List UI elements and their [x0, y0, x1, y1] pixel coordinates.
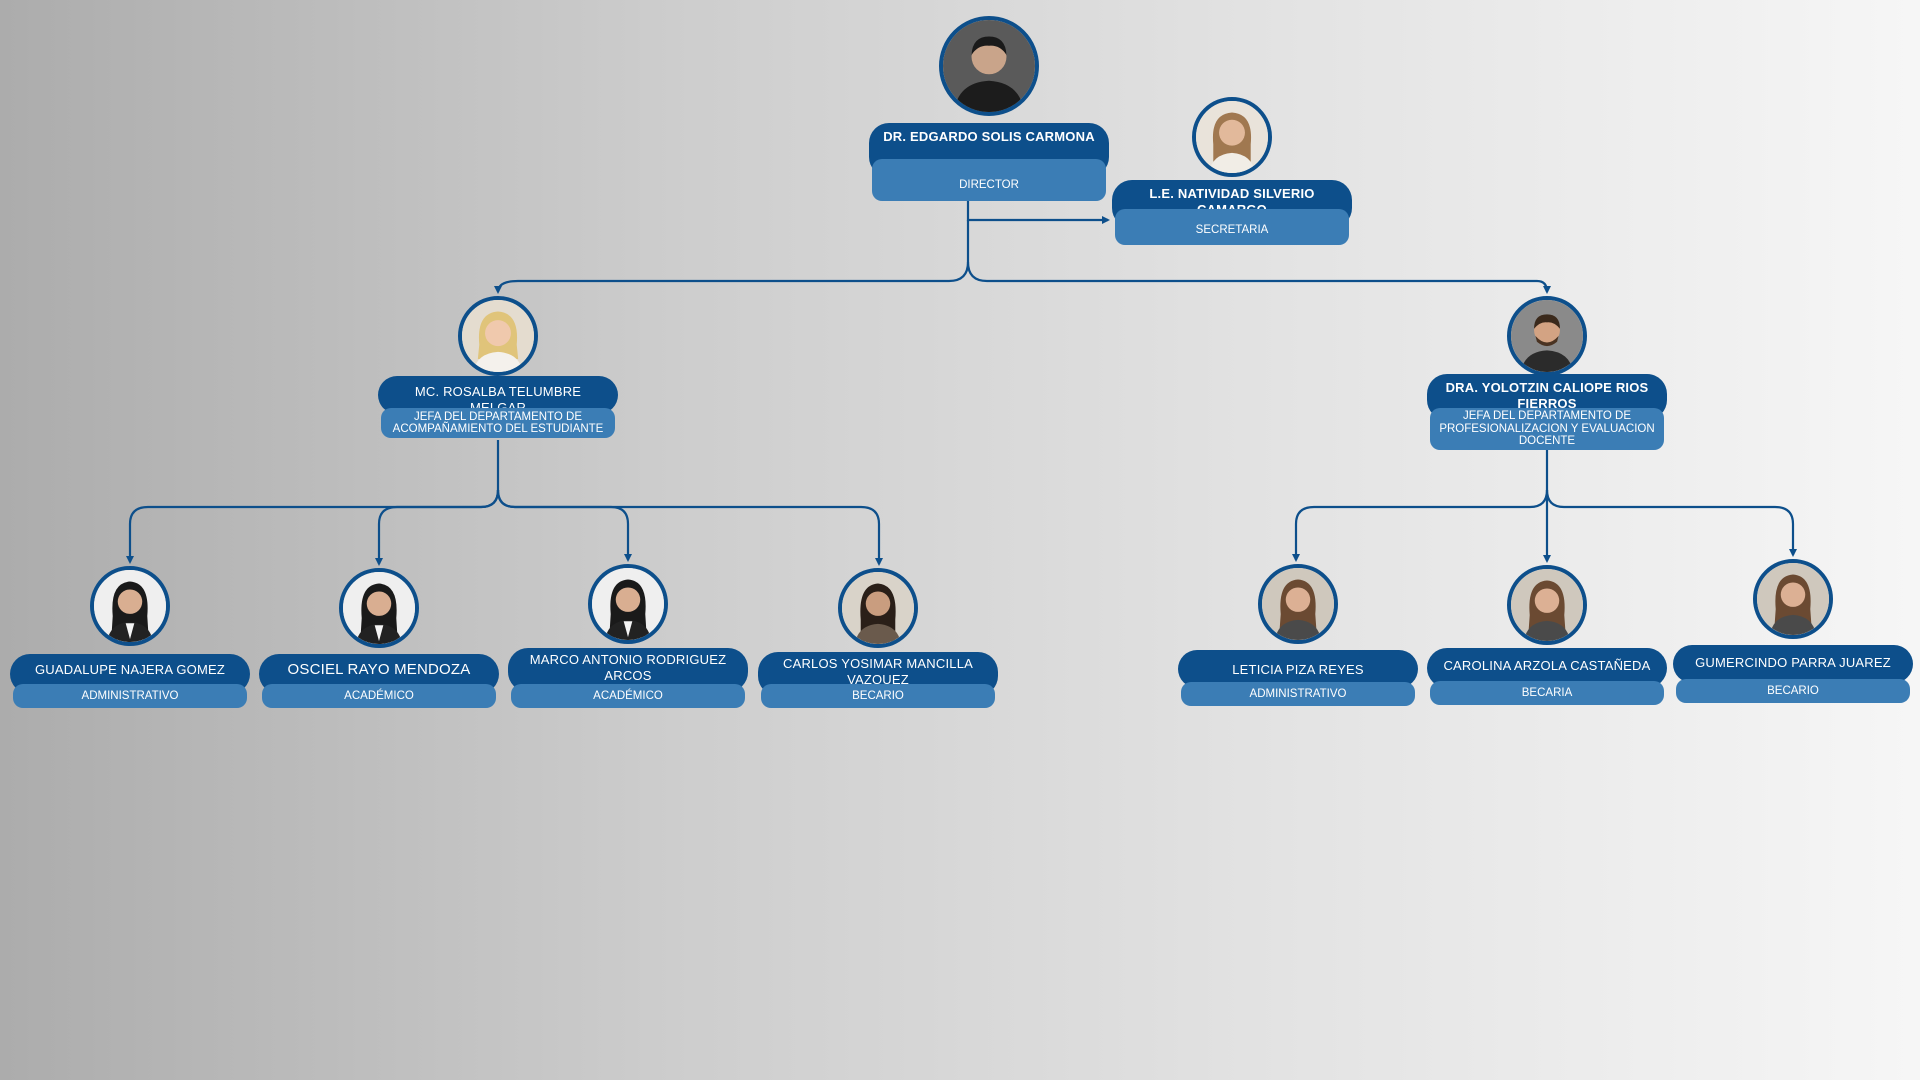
- node-osciel: OSCIEL RAYO MENDOZA ACADÉMICO: [259, 568, 499, 768]
- woman-portrait-icon: [838, 568, 918, 648]
- name-pill-leticia: LETICIA PIZA REYES: [1178, 650, 1418, 688]
- node-carolina: CAROLINA ARZOLA CASTAÑEDA BECARIA: [1427, 565, 1667, 765]
- woman-portrait-icon: [90, 566, 170, 646]
- name-pill-carlos: CARLOS YOSIMAR MANCILLA VAZQUEZ: [758, 652, 998, 696]
- role-pill-marco: ACADÉMICO: [511, 684, 745, 708]
- node-secretaria: L.E. NATIVIDAD SILVERIO CAMARGO SECRETAR…: [1112, 97, 1352, 297]
- name-pill-gumercindo: GUMERCINDO PARRA JUAREZ: [1673, 645, 1913, 683]
- woman-portrait-icon: [1507, 565, 1587, 645]
- woman-portrait-icon: [339, 568, 419, 648]
- woman-portrait-icon: [588, 564, 668, 644]
- node-marco: MARCO ANTONIO RODRIGUEZ ARCOS ACADÉMICO: [508, 564, 748, 764]
- woman-portrait-icon: [1258, 564, 1338, 644]
- node-director: DR. EDGARDO SOLIS CARMONA DIRECTOR: [869, 16, 1109, 216]
- connector-to-osciel: [375, 489, 500, 566]
- node-jefa-acompanamiento: MC. ROSALBA TELUMBRE MELGAR JEFA DEL DEP…: [378, 296, 618, 496]
- connector-director-jefa-profesionalizacion: [966, 261, 1551, 294]
- role-pill-leticia: ADMINISTRATIVO: [1181, 682, 1415, 706]
- role-pill-gumercindo: BECARIO: [1676, 679, 1910, 703]
- role-pill-carolina: BECARIA: [1430, 681, 1664, 705]
- man-portrait-icon: [1507, 296, 1587, 376]
- role-pill-osciel: ACADÉMICO: [262, 684, 496, 708]
- role-pill-director: DIRECTOR: [872, 159, 1106, 201]
- node-jefa-profesionalizacion: DRA. YOLOTZIN CALIOPE RIOS FIERROS JEFA …: [1427, 296, 1667, 496]
- node-gumercindo: GUMERCINDO PARRA JUAREZ BECARIO: [1673, 559, 1913, 759]
- man-portrait-icon: [939, 16, 1039, 116]
- woman-portrait-icon: [1192, 97, 1272, 177]
- node-guadalupe: GUADALUPE NAJERA GOMEZ ADMINISTRATIVO: [10, 566, 250, 766]
- role-pill-guadalupe: ADMINISTRATIVO: [13, 684, 247, 708]
- connector-to-gumercindo: [1545, 489, 1797, 557]
- connector-to-leticia: [1292, 489, 1549, 562]
- connector-director-jefa-acompanamiento: [494, 220, 970, 294]
- connector-to-carlos: [496, 489, 883, 566]
- role-pill-carlos: BECARIO: [761, 684, 995, 708]
- connector-to-guadalupe: [126, 489, 500, 564]
- node-leticia: LETICIA PIZA REYES ADMINISTRATIVO: [1178, 564, 1418, 764]
- role-pill-jefa-acompanamiento: JEFA DEL DEPARTAMENTO DE ACOMPAÑAMIENTO …: [381, 408, 615, 438]
- woman-portrait-icon: [458, 296, 538, 376]
- role-pill-jefa-profesionalizacion: JEFA DEL DEPARTAMENTO DE PROFESIONALIZAC…: [1430, 408, 1664, 450]
- role-pill-secretaria: SECRETARIA: [1115, 209, 1349, 245]
- woman-portrait-icon: [1753, 559, 1833, 639]
- node-carlos: CARLOS YOSIMAR MANCILLA VAZQUEZ BECARIO: [758, 568, 998, 768]
- name-pill-jefa-acompanamiento: MC. ROSALBA TELUMBRE MELGAR: [378, 376, 618, 415]
- connector-to-marco: [496, 489, 632, 562]
